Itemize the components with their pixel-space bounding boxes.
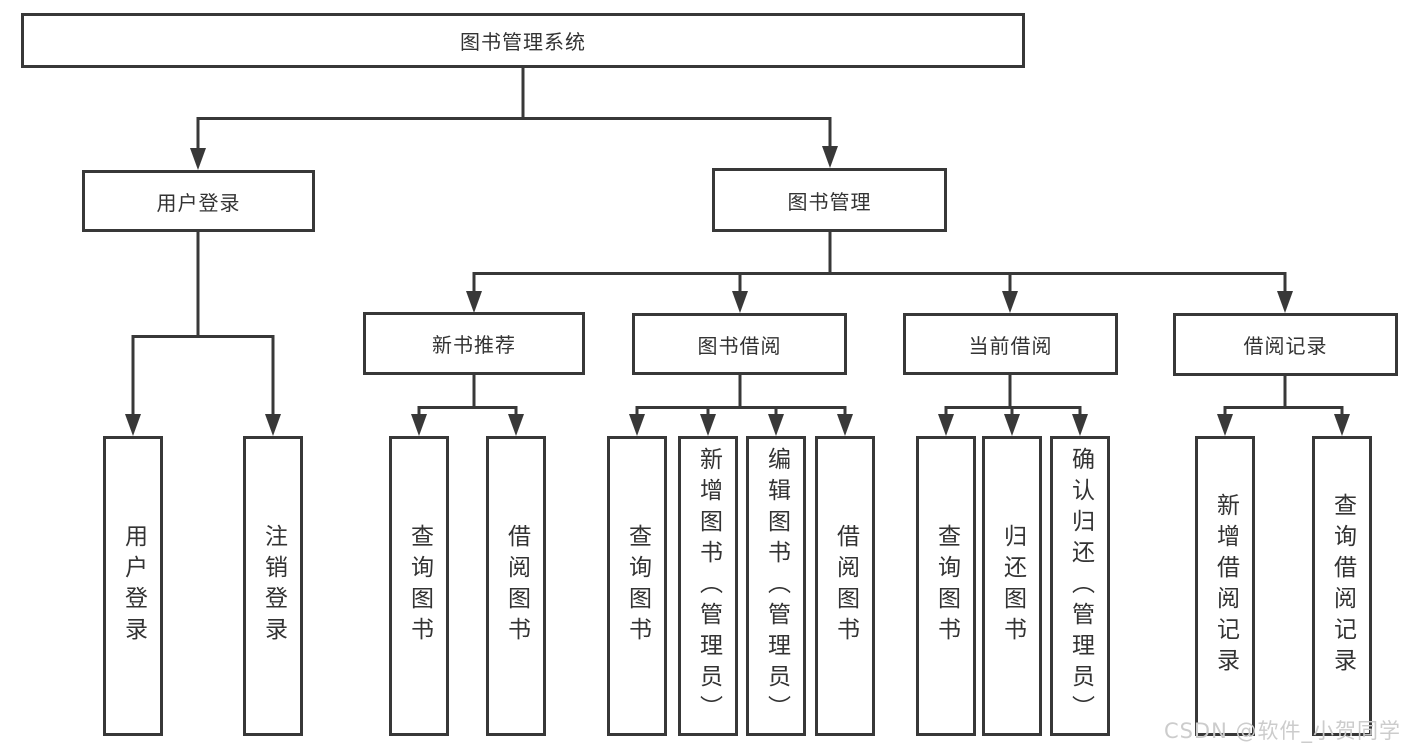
node-leaf-cb-query-books-label: 查询图书 [933, 524, 960, 648]
arrowhead [1002, 291, 1018, 313]
node-leaf-logout-label: 注销登录 [260, 524, 287, 648]
arrowhead [265, 414, 281, 436]
node-leaf-cb-confirm-return-label: 确认归还（管理员） [1067, 446, 1094, 726]
node-leaf-logout: 注销登录 [243, 436, 303, 736]
node-leaf-user-login-label: 用户登录 [120, 524, 147, 648]
node-book-borrowing-label: 图书借阅 [697, 333, 782, 358]
node-leaf-bb-borrow-books: 借阅图书 [815, 436, 875, 736]
node-leaf-bb-add-books: 新增图书（管理员） [678, 436, 738, 736]
node-root: 图书管理系统 [21, 13, 1025, 68]
arrowhead [190, 148, 206, 170]
node-leaf-bb-query-books: 查询图书 [607, 436, 667, 736]
arrowhead [837, 414, 853, 436]
node-leaf-br-query-record-label: 查询借阅记录 [1329, 493, 1356, 679]
node-user-login: 用户登录 [82, 170, 315, 232]
node-leaf-bb-borrow-books-label: 借阅图书 [832, 524, 859, 648]
arrowhead [125, 414, 141, 436]
node-leaf-bb-edit-books-label: 编辑图书（管理员） [763, 446, 790, 726]
arrowhead [466, 291, 482, 313]
arrowhead [822, 146, 838, 168]
node-leaf-cb-query-books: 查询图书 [916, 436, 976, 736]
node-current-borrowing-label: 当前借阅 [968, 333, 1053, 358]
connector-book-management-to-level3 [466, 232, 1293, 313]
node-leaf-nbr-query-books: 查询图书 [389, 436, 449, 736]
node-leaf-br-add-record: 新增借阅记录 [1195, 436, 1255, 736]
node-leaf-cb-return-books-label: 归还图书 [999, 524, 1026, 648]
arrowhead [768, 414, 784, 436]
node-root-label: 图书管理系统 [460, 30, 586, 54]
node-leaf-br-query-record: 查询借阅记录 [1312, 436, 1372, 736]
csdn-watermark: CSDN @软件_小贺同学 [1163, 719, 1401, 743]
connector-borrowing-records-to-leaves [1217, 376, 1350, 436]
connector-book-borrowing-to-leaves [629, 375, 853, 436]
arrowhead [508, 414, 524, 436]
arrowhead [629, 414, 645, 436]
node-leaf-nbr-borrow-books-label: 借阅图书 [503, 524, 530, 648]
node-leaf-cb-return-books: 归还图书 [982, 436, 1042, 736]
arrowhead [1004, 414, 1020, 436]
connector-root-to-level2 [190, 68, 838, 170]
node-leaf-bb-query-books-label: 查询图书 [624, 524, 651, 648]
arrowhead [1217, 414, 1233, 436]
node-leaf-cb-confirm-return: 确认归还（管理员） [1050, 436, 1110, 736]
node-borrowing-records: 借阅记录 [1173, 313, 1398, 376]
arrowhead [938, 414, 954, 436]
arrowhead [1334, 414, 1350, 436]
node-borrowing-records-label: 借阅记录 [1243, 334, 1328, 358]
arrowhead [411, 414, 427, 436]
connector-new-book-recommend-to-leaves [411, 375, 524, 436]
node-leaf-bb-edit-books: 编辑图书（管理员） [746, 436, 806, 736]
arrowhead [1277, 291, 1293, 313]
node-user-login-label: 用户登录 [156, 190, 241, 215]
node-new-book-recommend-label: 新书推荐 [432, 333, 516, 357]
node-new-book-recommend: 新书推荐 [363, 312, 585, 375]
node-book-management-label: 图书管理 [787, 189, 872, 214]
connector-current-borrowing-to-leaves [938, 375, 1088, 436]
node-current-borrowing: 当前借阅 [903, 313, 1118, 375]
node-leaf-nbr-borrow-books: 借阅图书 [486, 436, 546, 736]
arrowhead [700, 414, 716, 436]
node-leaf-user-login: 用户登录 [103, 436, 163, 736]
node-book-management: 图书管理 [712, 168, 947, 232]
connector-user-login-to-leaves [125, 232, 281, 436]
node-leaf-nbr-query-books-label: 查询图书 [406, 524, 433, 648]
arrowhead [732, 291, 748, 313]
node-book-borrowing: 图书借阅 [632, 313, 847, 375]
node-leaf-bb-add-books-label: 新增图书（管理员） [695, 446, 722, 726]
node-leaf-br-add-record-label: 新增借阅记录 [1212, 493, 1239, 679]
arrowhead [1072, 414, 1088, 436]
